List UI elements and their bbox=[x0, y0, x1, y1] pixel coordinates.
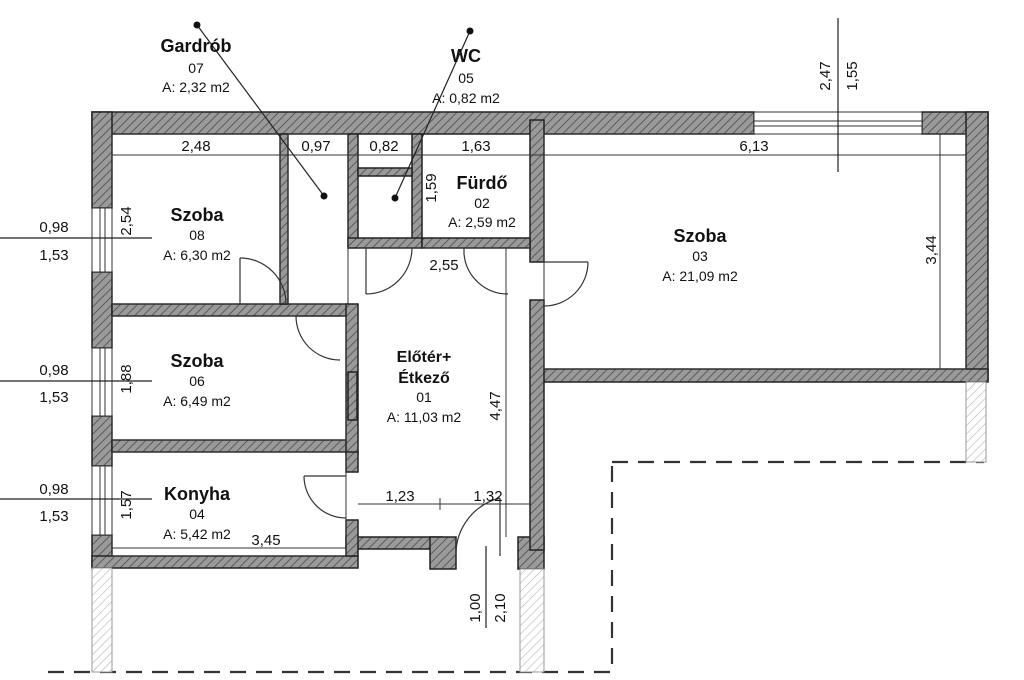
dim-win1-height: 1,53 bbox=[39, 247, 68, 264]
room-area-wc: A: 0,82 m2 bbox=[432, 90, 500, 106]
room-number-konyha: 04 bbox=[189, 506, 205, 522]
dim-top-613: 6,13 bbox=[739, 138, 768, 155]
room-name-konyha: Konyha bbox=[164, 484, 231, 504]
doors bbox=[239, 247, 589, 557]
room-name-eloter-line1: Előtér+ bbox=[397, 349, 452, 366]
dim-win2-height: 1,53 bbox=[39, 389, 68, 406]
dim-vert-447: 4,47 bbox=[487, 391, 504, 420]
dim-vert-254: 2,54 bbox=[118, 206, 135, 235]
dim-win1-width: 0,98 bbox=[39, 219, 68, 236]
room-number-eloter: 01 bbox=[416, 389, 432, 405]
room-area-szoba06: A: 6,49 m2 bbox=[163, 393, 231, 409]
room-name-szoba08: Szoba bbox=[170, 205, 224, 225]
dim-h-123: 1,23 bbox=[385, 488, 414, 505]
dim-topwin-a: 2,47 bbox=[817, 61, 834, 90]
dim-top-097: 0,97 bbox=[301, 138, 330, 155]
room-name-eloter-line2: Étkező bbox=[398, 368, 450, 387]
room-name-furdo: Fürdő bbox=[457, 173, 508, 193]
dim-win3-height: 1,53 bbox=[39, 508, 68, 525]
dim-vert-157: 1,57 bbox=[118, 490, 135, 519]
room-area-gardrob: A: 2,32 m2 bbox=[162, 79, 230, 95]
dimension-labels: 2,48 0,97 0,82 1,63 6,13 2,54 1,59 3,44 … bbox=[39, 61, 940, 622]
dim-vert-344: 3,44 bbox=[923, 235, 940, 264]
room-area-eloter: A: 11,03 m2 bbox=[387, 409, 462, 425]
room-area-furdo: A: 2,59 m2 bbox=[448, 214, 516, 230]
dim-vert-159: 1,59 bbox=[423, 173, 440, 202]
dim-vert-188: 1,88 bbox=[118, 364, 135, 393]
room-number-wc: 05 bbox=[458, 70, 474, 86]
dim-h-255: 2,55 bbox=[429, 257, 458, 274]
room-number-gardrob: 07 bbox=[188, 60, 204, 76]
room-name-wc: WC bbox=[451, 46, 481, 66]
dim-door-a: 1,00 bbox=[467, 593, 484, 622]
dim-top-163: 1,63 bbox=[461, 138, 490, 155]
room-area-szoba08: A: 6,30 m2 bbox=[163, 247, 231, 263]
terrace-outline bbox=[46, 381, 987, 674]
room-name-gardrob: Gardrób bbox=[160, 36, 231, 56]
room-number-furdo: 02 bbox=[474, 195, 490, 211]
dim-h-345: 3,45 bbox=[251, 532, 280, 549]
dim-win2-width: 0,98 bbox=[39, 362, 68, 379]
room-labels: Gardrób 07 A: 2,32 m2 WC 05 A: 0,82 m2 F… bbox=[160, 36, 737, 542]
room-name-szoba03: Szoba bbox=[673, 226, 727, 246]
dim-top-082: 0,82 bbox=[369, 138, 398, 155]
room-name-szoba06: Szoba bbox=[170, 351, 224, 371]
dim-win3-width: 0,98 bbox=[39, 481, 68, 498]
room-number-szoba03: 03 bbox=[692, 248, 708, 264]
dim-topwin-b: 1,55 bbox=[844, 61, 861, 90]
room-area-szoba03: A: 21,09 m2 bbox=[662, 268, 738, 284]
room-number-szoba08: 08 bbox=[189, 227, 205, 243]
dim-top-248: 2,48 bbox=[181, 138, 210, 155]
room-area-konyha: A: 5,42 m2 bbox=[163, 526, 231, 542]
room-number-szoba06: 06 bbox=[189, 373, 205, 389]
dim-h-132: 1,32 bbox=[473, 488, 502, 505]
leader-lines bbox=[0, 18, 839, 628]
outer-walls bbox=[91, 111, 989, 570]
dim-door-b: 2,10 bbox=[492, 593, 509, 622]
inner-outlines bbox=[111, 133, 967, 557]
